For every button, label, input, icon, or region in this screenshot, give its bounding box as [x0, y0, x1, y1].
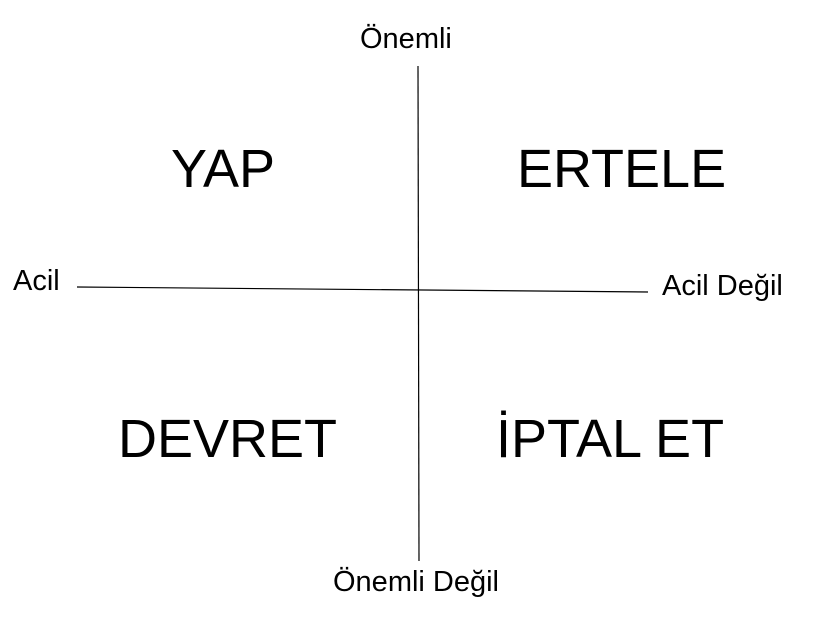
axis-label-not-urgent: Acil Değil: [662, 270, 783, 302]
quadrant-eliminate: İPTAL ET: [496, 409, 725, 469]
horizontal-axis-line: [76, 286, 649, 293]
axis-label-important: Önemli: [360, 23, 452, 55]
quadrant-schedule: ERTELE: [517, 139, 727, 199]
vertical-axis-line: [417, 65, 420, 562]
axis-label-urgent: Acil: [13, 265, 60, 297]
quadrant-delegate: DEVRET: [118, 409, 338, 469]
quadrant-do: YAP: [171, 139, 276, 199]
axis-label-not-important: Önemli Değil: [333, 566, 499, 598]
